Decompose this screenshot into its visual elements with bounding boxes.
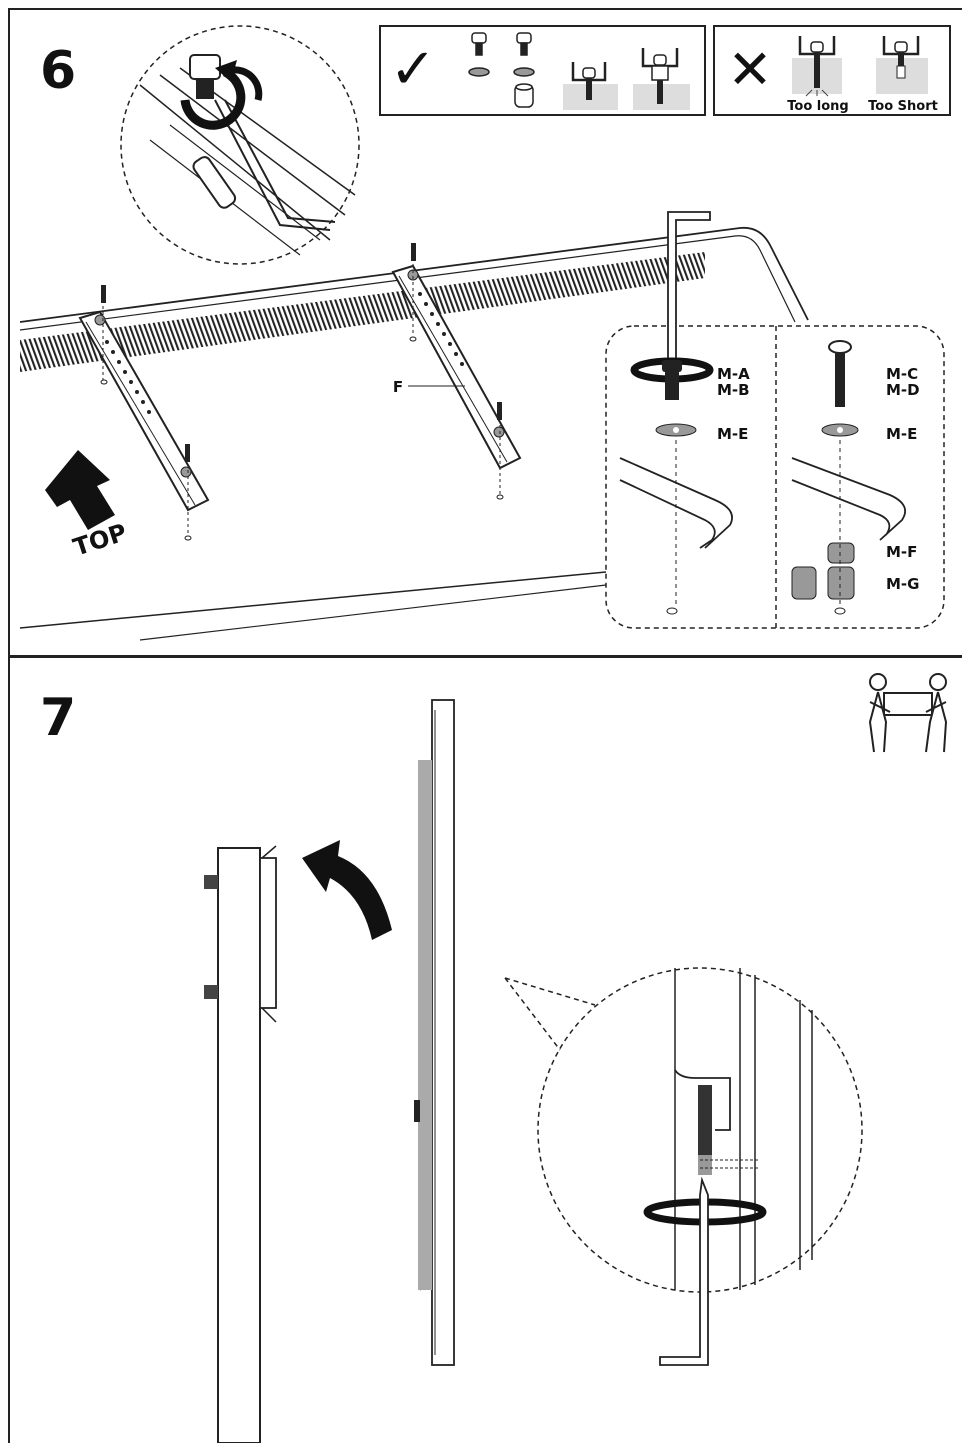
too-short-label: Too Short <box>868 99 938 114</box>
hardware-label-mg: M-G <box>886 575 919 593</box>
screw-with-spacer-icon <box>513 32 535 108</box>
hardware-label-me-left: M-E <box>717 425 748 443</box>
too-long-screw-icon <box>792 36 842 97</box>
page-frame <box>8 8 962 1443</box>
tv-back-panel <box>19 226 809 641</box>
step-divider <box>8 655 962 658</box>
cross-mark-icon: ✕ <box>727 38 772 101</box>
step-6-number: 6 <box>40 41 77 101</box>
mounting-bracket-left <box>78 285 210 541</box>
mounting-bracket-right <box>391 243 522 500</box>
hardware-label-ma: M-A <box>717 365 750 383</box>
step-7-number: 7 <box>40 688 77 748</box>
check-mark-icon: ✓ <box>390 37 437 102</box>
tv-side-view <box>414 699 455 1366</box>
two-person-lift-icon <box>868 673 948 753</box>
hardware-label-md: M-D <box>886 381 920 399</box>
correct-spacer-depth-icon <box>633 48 690 110</box>
too-short-screw-icon <box>876 36 928 94</box>
hardware-label-mc: M-C <box>886 365 918 383</box>
screw-lock-detail-callout <box>504 967 863 1366</box>
hardware-label-mb: M-B <box>717 381 750 399</box>
hardware-detail-callout <box>605 211 945 629</box>
screw-with-washer-icon <box>468 32 490 77</box>
incorrect-hardware-panel: ✕ Too long Too Short <box>713 25 951 116</box>
top-label: TOP <box>70 518 130 561</box>
wrench-detail-callout <box>120 25 360 265</box>
wall-post <box>204 845 277 1443</box>
correct-screw-depth-icon <box>563 62 618 110</box>
hardware-label-me-right: M-E <box>886 425 917 443</box>
hardware-label-mf: M-F <box>886 543 917 561</box>
hang-direction-arrow-icon <box>302 840 392 940</box>
too-long-label: Too long <box>787 99 848 114</box>
correct-hardware-panel: ✓ <box>379 25 706 116</box>
top-direction-arrow-icon <box>45 450 115 530</box>
bracket-f-label: F <box>393 378 403 396</box>
